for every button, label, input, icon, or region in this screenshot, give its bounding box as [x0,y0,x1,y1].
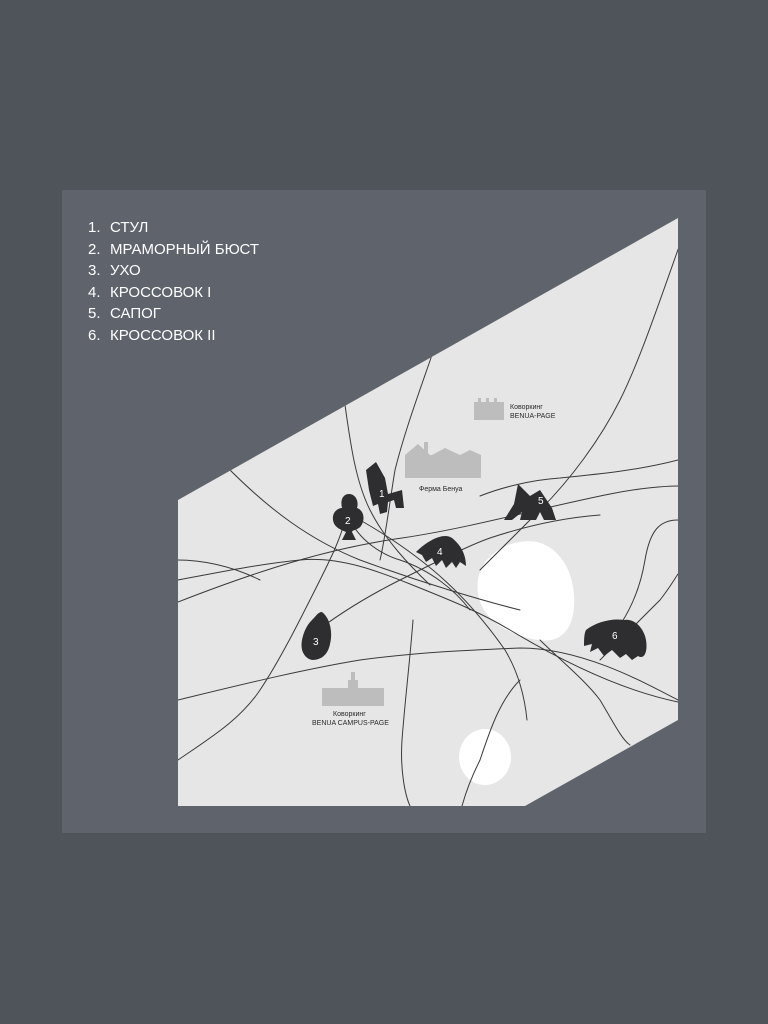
sneaker-icon [416,535,466,568]
legend-item-1: 1. СТУЛ [88,217,259,239]
label-coworking-page-line1: Коворкинг [510,404,543,411]
marker-marble-bust[interactable]: 2 [332,494,364,540]
legend-label: КРОССОВОК II [110,326,216,344]
marker-number-5: 5 [538,496,544,507]
legend-label: СТУЛ [110,219,149,236]
roads [178,243,678,806]
bust-icon [332,494,364,540]
legend-number: 5. [88,305,101,323]
legend-item-5: 5. САПОГ [88,303,259,325]
pond-small [459,729,511,785]
ear-icon [301,612,332,660]
legend-list: 1. СТУЛ 2. МРАМОРНЫЙ БЮСТ 3. УХО 4. КРОССОВО… [88,217,259,347]
building-farm [405,442,481,478]
map-area [178,218,678,806]
boot-icon [504,484,556,520]
legend-item-2: 2. МРАМОРНЫЙ БЮСТ [88,239,259,261]
label-coworking-campus-line2: BENUA CAMPUS-PAGE [312,720,389,727]
legend-number: 1. [88,219,101,236]
legend-number: 2. [88,240,101,258]
legend-label: МРАМОРНЫЙ БЮСТ [110,240,260,258]
label-farm: Ферма Бенуа [419,486,463,493]
marker-number-6: 6 [612,631,618,642]
marker-boot[interactable]: 5 [504,484,556,520]
legend-label: КРОССОВОК I [110,283,212,301]
label-coworking-page-line2: BENUA-PAGE [510,413,556,420]
legend-number: 3. [88,262,101,280]
marker-number-2: 2 [345,516,351,527]
legend-label: УХО [110,262,141,280]
legend-number: 6. [88,326,101,344]
marker-chair[interactable]: 1 [366,462,404,514]
marker-number-1: 1 [379,489,385,500]
legend-item-4: 4. КРОССОВОК I [88,282,259,304]
building-campus [322,672,384,706]
marker-ear[interactable]: 3 [301,612,332,660]
chair-icon [366,462,404,514]
marker-number-4: 4 [437,547,443,558]
marker-sneaker-1[interactable]: 4 [416,535,466,568]
legend-number: 4. [88,283,101,301]
marker-number-3: 3 [313,637,319,648]
pond-large [477,541,575,641]
marker-sneaker-2[interactable]: 6 [584,619,647,660]
legend-item-3: 3. УХО [88,260,259,282]
legend-label: САПОГ [110,305,161,323]
label-coworking-campus-line1: Коворкинг [333,711,366,718]
sneaker-icon [584,619,647,660]
legend-item-6: 6. КРОССОВОК II [88,325,259,347]
building-benua-page [474,398,504,420]
